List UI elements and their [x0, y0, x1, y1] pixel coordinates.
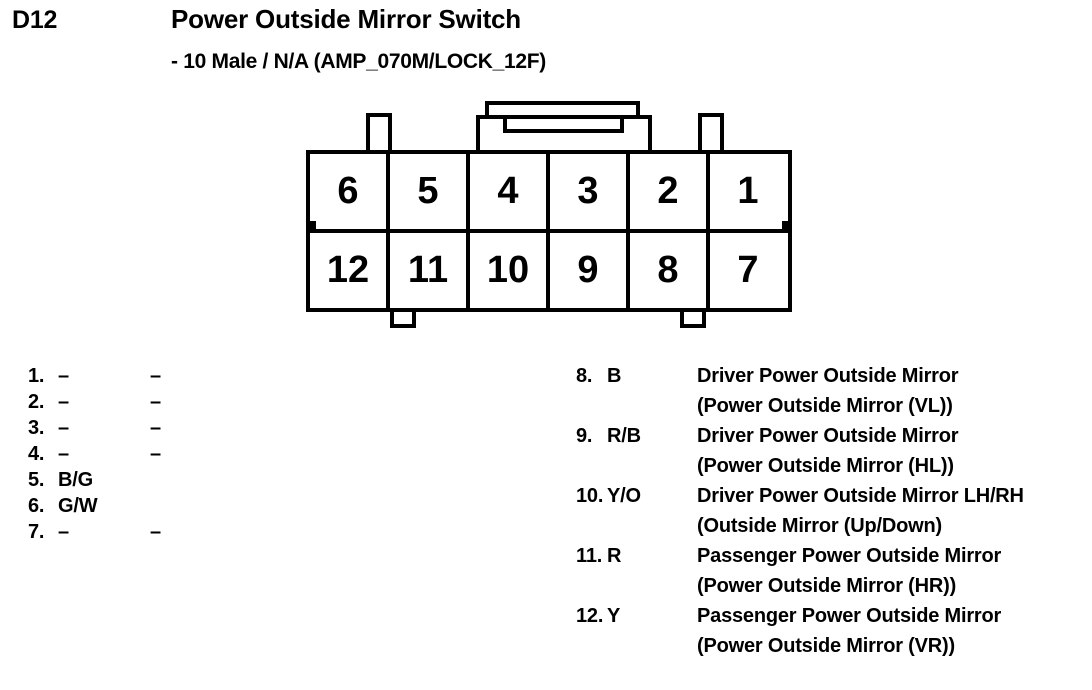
pin-color: Y	[607, 605, 621, 627]
pin-desc: –	[150, 443, 161, 465]
pin-color: R/B	[607, 425, 641, 447]
pin-desc: Passenger Power Outside Mirror	[697, 605, 1002, 627]
pin-desc: –	[150, 365, 161, 387]
bottom-left-tab	[390, 310, 416, 328]
pin-desc: Driver Power Outside Mirror	[697, 425, 959, 447]
center-latch-top-tab	[485, 101, 640, 117]
pin-desc: –	[150, 521, 161, 543]
pin-cell-6: 6	[337, 170, 358, 212]
pin-color: –	[58, 365, 69, 387]
pin-color: –	[58, 521, 69, 543]
connector-subtitle: - 10 Male / N/A (AMP_070M/LOCK_12F)	[171, 50, 546, 73]
pin-cell-7: 7	[737, 249, 758, 291]
right-side-notch	[782, 221, 790, 231]
pin-desc-line2: (Outside Mirror (Up/Down)	[697, 515, 942, 537]
left-side-notch	[308, 221, 316, 231]
pin-desc: –	[150, 391, 161, 413]
pin-cell-1: 1	[737, 170, 758, 212]
pin-cell-5: 5	[417, 170, 438, 212]
pin-number: 7.	[28, 521, 45, 543]
pin-color: B/G	[58, 469, 93, 491]
pin-cell-9: 9	[577, 249, 598, 291]
pin-cell-10: 10	[487, 249, 529, 291]
pin-color: G/W	[58, 495, 98, 517]
pin-desc-line2: (Power Outside Mirror (HR))	[697, 575, 957, 597]
pin-color: B	[607, 365, 622, 387]
pin-cell-3: 3	[577, 170, 598, 212]
connector-diagram: 6 5 4 3 2 1 12 11 10 9 8 7	[290, 95, 810, 340]
pin-color: R	[607, 545, 622, 567]
pin-number: 6.	[28, 495, 45, 517]
connector-code: D12	[12, 6, 58, 34]
pin-desc-line2: (Power Outside Mirror (VL))	[697, 395, 953, 417]
page-title: Power Outside Mirror Switch	[171, 4, 521, 34]
pin-number: 4.	[28, 443, 45, 465]
center-latch-outer	[476, 115, 652, 152]
pin-color: Y/O	[607, 485, 641, 507]
pin-desc-line2: (Power Outside Mirror (VR))	[697, 635, 955, 657]
pin-desc-line2: (Power Outside Mirror (HL))	[697, 455, 954, 477]
top-right-tab	[698, 113, 724, 152]
pin-desc: –	[150, 417, 161, 439]
center-latch-inner-bar	[503, 117, 624, 133]
pin-desc: Driver Power Outside Mirror	[697, 365, 959, 387]
pin-number: 2.	[28, 391, 45, 413]
pin-color: –	[58, 417, 69, 439]
pin-cell-11: 11	[408, 249, 448, 291]
pin-desc: Passenger Power Outside Mirror	[697, 545, 1002, 567]
bottom-right-tab	[680, 310, 706, 328]
pin-number: 3.	[28, 417, 45, 439]
pin-cell-12: 12	[327, 249, 369, 291]
top-left-tab	[366, 113, 392, 152]
pin-color: –	[58, 391, 69, 413]
pin-number: 5.	[28, 469, 45, 491]
pin-cell-2: 2	[657, 170, 678, 212]
pin-number: 1.	[28, 365, 45, 387]
pin-cell-4: 4	[497, 170, 518, 212]
pin-cell-8: 8	[657, 249, 678, 291]
pin-color: –	[58, 443, 69, 465]
pin-desc: Driver Power Outside Mirror LH/RH	[697, 485, 1024, 507]
